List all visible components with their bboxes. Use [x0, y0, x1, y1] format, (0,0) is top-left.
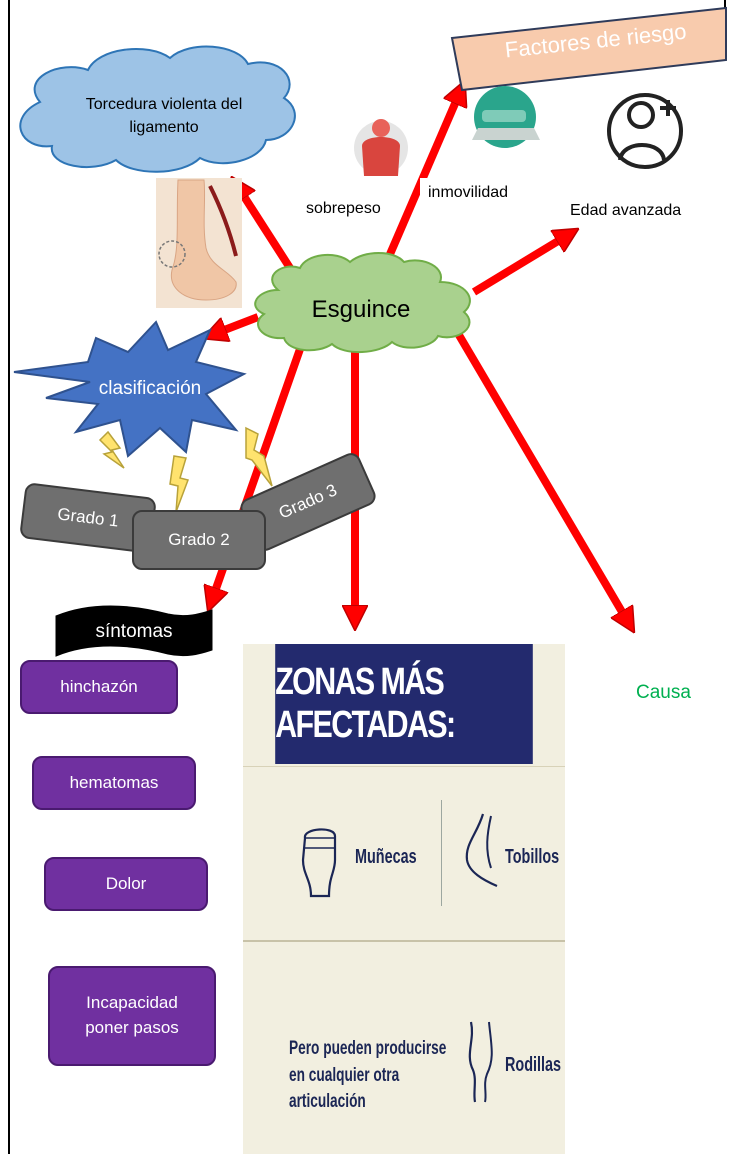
- arrow-to-torcedura: [238, 187, 290, 268]
- arrow-to-clasificacion: [214, 317, 258, 334]
- factor-sobrepeso: sobrepeso: [298, 194, 389, 224]
- lightning-icon-1: [100, 432, 124, 468]
- zona-tobillos: Tobillos: [505, 846, 559, 869]
- grado-2: Grado 2: [132, 510, 266, 570]
- sintoma-dolor: Dolor: [44, 857, 208, 911]
- arrow-to-edad: [474, 235, 568, 292]
- inmovilidad-icon: [472, 86, 540, 148]
- sobrepeso-icon: [354, 119, 408, 176]
- zona-munecas: Muñecas: [355, 846, 417, 869]
- sintomas-title: síntomas: [56, 616, 212, 648]
- zona-otras-articulaciones: Pero pueden producirse en cualquier otra…: [289, 1036, 455, 1116]
- causa-label: Causa: [636, 682, 691, 704]
- zonas-title: ZONAS MÁS AFECTADAS:: [275, 644, 533, 764]
- central-topic: Esguince: [286, 290, 436, 330]
- lightning-icon-2: [170, 456, 188, 512]
- zonas-afectadas-image: ZONAS MÁS AFECTADAS: Muñecas Tobillos Pe…: [243, 644, 565, 1154]
- munecas-fist-icon: [295, 820, 343, 900]
- factor-edad-avanzada: Edad avanzada: [562, 196, 689, 226]
- torcedura-label: Torcedura violenta del ligamento: [64, 86, 264, 146]
- edad-avanzada-icon: [609, 95, 681, 167]
- rodillas-knee-icon: [461, 1018, 501, 1104]
- ankle-image: [156, 178, 242, 308]
- arrow-to-causa: [456, 330, 628, 622]
- clasificacion-label: clasificación: [80, 374, 220, 404]
- sintoma-hematomas: hematomas: [32, 756, 196, 810]
- factor-inmovilidad: inmovilidad: [420, 178, 516, 208]
- sintoma-hinchazon: hinchazón: [20, 660, 178, 714]
- sintoma-incapacidad: Incapacidad poner pasos: [48, 966, 216, 1066]
- zona-rodillas: Rodillas: [505, 1054, 561, 1077]
- tobillos-foot-icon: [457, 810, 501, 890]
